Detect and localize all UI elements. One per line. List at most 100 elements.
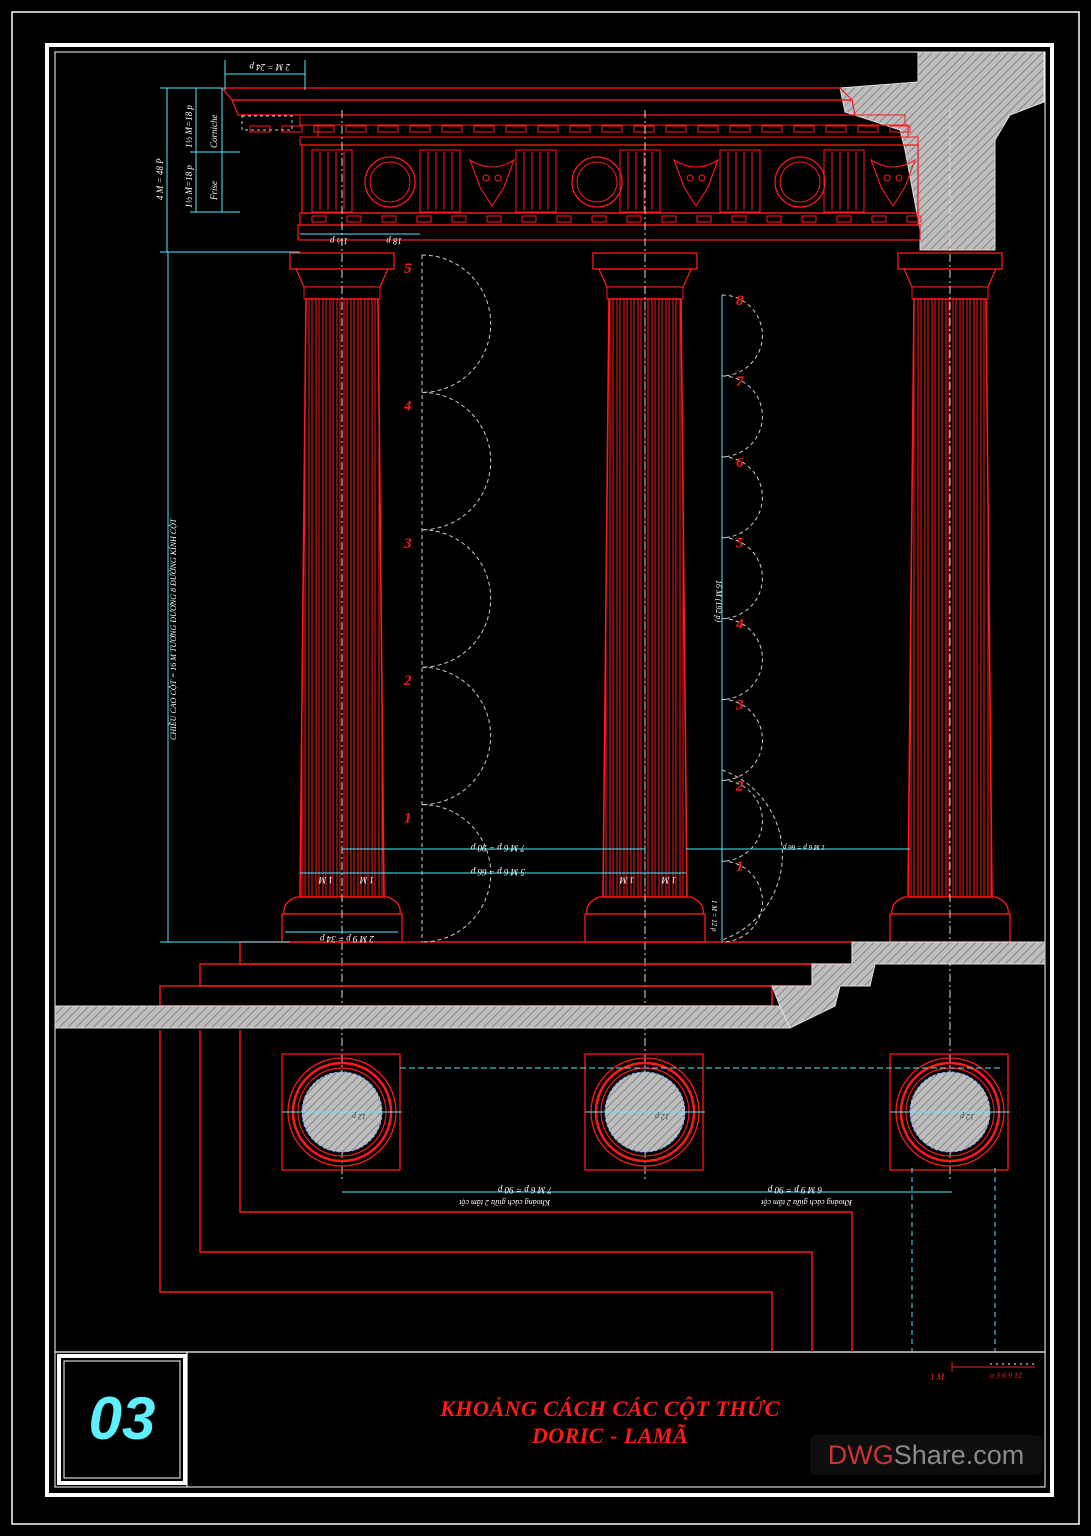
right-division-number: 1 — [736, 859, 744, 875]
metope-rosette-inner — [576, 161, 618, 203]
right-division-number: 4 — [735, 617, 744, 633]
mutule — [857, 125, 879, 133]
column-plan: 12 p — [281, 1053, 402, 1171]
division-arc — [721, 860, 763, 943]
scale-bar: 1 M o 3 6 9 12 — [930, 1362, 1035, 1382]
dim-span-left: 7 M 6 p = 90 p — [470, 843, 525, 853]
division-arc — [721, 537, 763, 619]
span-dimensions — [285, 848, 910, 933]
gutta — [486, 215, 502, 223]
gutta — [311, 215, 327, 223]
plan-radius-label: 12 p — [655, 1112, 669, 1121]
ground-section — [54, 1005, 791, 1029]
entablature-dimensions — [160, 60, 420, 252]
plan-outline — [159, 1030, 853, 1352]
dim-cornice-label: Corniche — [209, 114, 219, 148]
triglyph — [311, 149, 353, 213]
division-arc — [721, 698, 763, 781]
mutule — [537, 125, 559, 133]
gutta — [381, 215, 397, 223]
left-division-number: 4 — [403, 398, 412, 414]
mutule — [313, 125, 335, 133]
dim-top: 2 M = 24 p — [249, 62, 290, 72]
wall-section — [839, 51, 1045, 251]
plan-radius-label: 12 p — [352, 1112, 366, 1121]
outer-frame — [11, 11, 1080, 1525]
right-division-number: 3 — [735, 697, 744, 713]
dim-module-1: 1 M — [318, 875, 333, 885]
drawing-title: KHOẢNG CÁCH CÁC CỘT THỨC — [440, 1396, 780, 1421]
gutta — [661, 215, 677, 223]
doric-column — [281, 110, 403, 1180]
metope-rosette — [571, 156, 623, 208]
gutta — [801, 215, 817, 223]
right-division-number: 5 — [736, 536, 744, 552]
cornice-cap-dashed — [241, 115, 293, 131]
gutta — [766, 215, 782, 223]
scale-label-left: 1 M — [930, 1372, 945, 1382]
plan-caption-left: Khoảng cách giữa 2 tâm cột — [458, 1198, 551, 1207]
triglyph — [515, 149, 557, 213]
watermark-prefix: DWG — [827, 1439, 894, 1470]
left-division-number: 2 — [403, 673, 412, 689]
entablature — [220, 87, 922, 241]
bucranium-ornament — [869, 158, 917, 208]
gutta — [416, 215, 432, 223]
dim-frieze-height: 1½ M=18 p — [184, 165, 194, 208]
page-number-box-inner — [63, 1360, 181, 1479]
cornice-soffit — [299, 114, 906, 126]
cornice — [220, 87, 854, 101]
division-arc — [421, 666, 492, 806]
column-plan: 12 p — [584, 1053, 705, 1171]
gutta — [626, 215, 642, 223]
triglyph — [619, 149, 661, 213]
dim-base-height: 1 M = 12 p — [710, 900, 718, 932]
plan-caption-right: Khoảng cách giữa 2 tâm cột — [760, 1198, 853, 1207]
left-division-number: 3 — [403, 536, 412, 552]
division-arc — [721, 294, 763, 377]
mutule — [729, 125, 751, 133]
mutule — [441, 125, 463, 133]
dim-metope: 18 p — [386, 236, 402, 246]
gutta — [556, 215, 572, 223]
drawing-subtitle: DORIC - LAMÃ — [531, 1423, 689, 1448]
dim-module-3: 1 M — [619, 875, 634, 885]
mutule — [697, 125, 719, 133]
bucranium-ornament — [672, 158, 720, 208]
triglyph — [419, 149, 461, 213]
division-arc — [721, 618, 763, 700]
architrave-band — [299, 136, 919, 146]
dim-base-width: 2 M 9 p = 34 p — [319, 934, 374, 944]
doric-column — [584, 110, 706, 1180]
metope-rosette-inner — [369, 161, 411, 203]
dim-module-4: 1 M — [661, 875, 676, 885]
gutta — [346, 215, 362, 223]
dim-total: 4 M = 48 P — [155, 158, 165, 200]
mutule — [793, 125, 815, 133]
gutta — [836, 215, 852, 223]
dim-frieze-label: Frise — [209, 181, 219, 201]
drawing-border — [54, 51, 1046, 1488]
watermark-suffix: Share.com — [893, 1439, 1025, 1470]
triglyph — [823, 149, 865, 213]
mutule — [505, 125, 527, 133]
division-arc — [721, 779, 763, 862]
gutta — [731, 215, 747, 223]
mutule — [377, 125, 399, 133]
plan-dim-left: 7 M 6 p = 90 p — [497, 1185, 552, 1195]
dim-module-2: 1 M — [359, 875, 374, 885]
mutule — [889, 125, 911, 133]
step-section-hatch — [771, 941, 1046, 1029]
mutule — [345, 125, 367, 133]
mutule — [569, 125, 591, 133]
mutule — [249, 125, 271, 133]
mutule-row — [317, 124, 909, 138]
division-arc — [421, 391, 492, 531]
metope-rosette — [364, 156, 416, 208]
gutta — [451, 215, 467, 223]
gutta — [521, 215, 537, 223]
dim-span-right: 1 M 6 p = 66 p — [782, 843, 825, 851]
plan-radius-label: 12 p — [960, 1112, 974, 1121]
mutule — [473, 125, 495, 133]
